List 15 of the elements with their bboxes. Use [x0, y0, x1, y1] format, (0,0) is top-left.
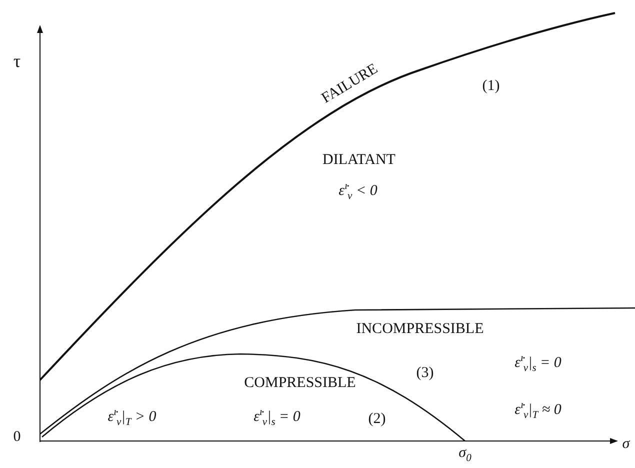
region-number: (2) — [368, 410, 386, 428]
equation: ε̇$^{ı}$$_{v}$|$_{s}$ = 0 — [514, 353, 562, 375]
equation: ε̇$^{ı}$$_{v}$|$_{T}$ ≈ 0 — [514, 400, 562, 422]
region-label: COMPRESSIBLE — [244, 374, 356, 392]
region-number: (3) — [416, 364, 434, 382]
axis-label: 0 — [13, 428, 21, 446]
axis-label: τ — [13, 52, 21, 72]
region-number: (1) — [482, 78, 500, 94]
equation: ε̇$^{ı}$$_{v}$|$_{s}$ = 0 — [254, 407, 300, 429]
curve-label: INCOMPRESSIBLE — [356, 320, 484, 338]
axis-label: σ$_{0}$ — [458, 445, 472, 465]
region-label: DILATANT — [322, 152, 396, 168]
equation: ε̇$^{ı}$$_{v}$ < 0 — [338, 181, 378, 203]
axis-label: σ — [622, 436, 630, 452]
equation: ε̇$^{ı}$$_{v}$|$_{T}$ > 0 — [108, 407, 156, 429]
